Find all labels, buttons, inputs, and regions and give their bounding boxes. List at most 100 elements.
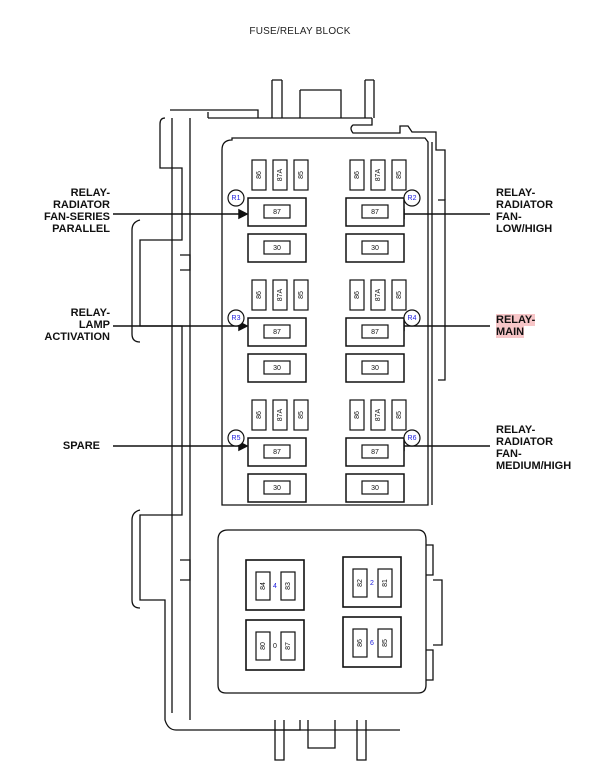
socket-pin-label: 84 [260, 582, 267, 590]
relay-pin-slot [251, 279, 267, 311]
diagram-title: FUSE/RELAY BLOCK [249, 26, 351, 37]
callout-label-line: FAN- [496, 211, 522, 223]
relay-r4: 86 87A 85 87 30 R4 [345, 279, 421, 383]
relay-pin-slot [370, 279, 386, 311]
relay-pin-slot [293, 279, 309, 311]
relay-pin-label: 85 [396, 291, 403, 299]
relay-pin-label: 86 [354, 171, 361, 179]
relay-pin-label: 86 [256, 171, 263, 179]
relay-r6: 86 87A 85 87 30 R6 [345, 399, 421, 503]
relay-pin-label: 87A [375, 408, 382, 421]
socket-pin-label: 81 [382, 579, 389, 587]
relay-87-pin [263, 444, 291, 459]
relay-id-badge [403, 189, 421, 207]
relay-id-label: R1 [232, 195, 241, 202]
relay-pin-label: 85 [298, 411, 305, 419]
callout-label-line: FAN-SERIES [43, 211, 110, 223]
callout-label-line: RELAY- [496, 424, 536, 436]
relay-pin-label: 87 [371, 449, 379, 456]
relay-id-label: R2 [408, 195, 417, 202]
callout-label-line: FAN- [496, 448, 522, 460]
relay-pin-label: 85 [298, 171, 305, 179]
callout-label-r4: RELAY-MAIN [496, 314, 536, 338]
relay-87-cavity [345, 197, 405, 227]
relay-pin-label: 30 [371, 365, 379, 372]
callout-label-line: RELAY- [496, 314, 536, 326]
socket-pin [352, 568, 368, 598]
relay-pin-label: 86 [354, 291, 361, 299]
relay-87-pin [361, 444, 389, 459]
relay-pin-label: 87 [273, 329, 281, 336]
relay-87-pin [361, 204, 389, 219]
relay-id-label: R4 [408, 315, 417, 322]
socket-id-label: 6 [370, 640, 374, 647]
relay-pin-slot [272, 159, 288, 191]
relay-pin-label: 87 [371, 329, 379, 336]
socket-id-label: 0 [273, 643, 277, 650]
relay-pin-label: 86 [256, 411, 263, 419]
relay-pin-slot [349, 279, 365, 311]
relay-pin-label: 30 [371, 485, 379, 492]
relay-pin-label: 87A [277, 408, 284, 421]
relay-87-pin [263, 324, 291, 339]
relay-id-badge [227, 309, 245, 327]
relay-pin-label: 85 [298, 291, 305, 299]
relay-pin-label: 87A [375, 168, 382, 181]
relay-pin-slot [293, 159, 309, 191]
socket-id-label: 4 [273, 583, 277, 590]
lower-socket-panel [217, 529, 427, 694]
relay-pin-label: 30 [273, 365, 281, 372]
relay-pin-slot [251, 399, 267, 431]
relay-pin-label: 87 [273, 209, 281, 216]
relay-id-badge [227, 429, 245, 447]
relay-30-pin [361, 360, 389, 375]
upper-relay-panel [221, 137, 429, 506]
callout-label-line: PARALLEL [52, 223, 110, 235]
relay-30-cavity [247, 233, 307, 263]
relay-id-badge [403, 429, 421, 447]
relay-pin-label: 87A [277, 168, 284, 181]
relay-30-cavity [345, 233, 405, 263]
callout-label-line: RADIATOR [496, 199, 554, 211]
relay-pin-slot [391, 279, 407, 311]
relay-pin-slot [370, 399, 386, 431]
relay-pin-slot [272, 399, 288, 431]
relay-pin-label: 87A [277, 288, 284, 301]
relay-pin-label: 30 [371, 245, 379, 252]
callout-label-line: SPARE [62, 440, 100, 452]
relay-pin-label: 86 [354, 411, 361, 419]
socket-pin [255, 631, 271, 661]
socket-pin [280, 571, 296, 601]
relay-30-pin [263, 240, 291, 255]
callout-label-line: RADIATOR [496, 436, 554, 448]
relay-pin-label: 85 [396, 171, 403, 179]
relay-id-badge [227, 189, 245, 207]
callout-label-line: LAMP [78, 319, 110, 331]
relay-id-label: R6 [408, 435, 417, 442]
housing-outline [139, 117, 301, 731]
relay-pin-label: 87A [375, 288, 382, 301]
relay-30-pin [361, 480, 389, 495]
relay-pin-label: 85 [396, 411, 403, 419]
relay-pin-slot [349, 399, 365, 431]
callout-label-line: MEDIUM/HIGH [496, 460, 572, 472]
relay-pin-label: 86 [256, 291, 263, 299]
relay-pin-slot [272, 279, 288, 311]
callout-label-line: RELAY- [70, 307, 110, 319]
relay-87-pin [263, 204, 291, 219]
callout-label-line: ACTIVATION [44, 331, 110, 343]
socket-pin-label: 80 [260, 642, 267, 650]
relay-pin-slot [293, 399, 309, 431]
callout-label-line: MAIN [496, 326, 525, 338]
socket-pin-label: 86 [357, 639, 364, 647]
